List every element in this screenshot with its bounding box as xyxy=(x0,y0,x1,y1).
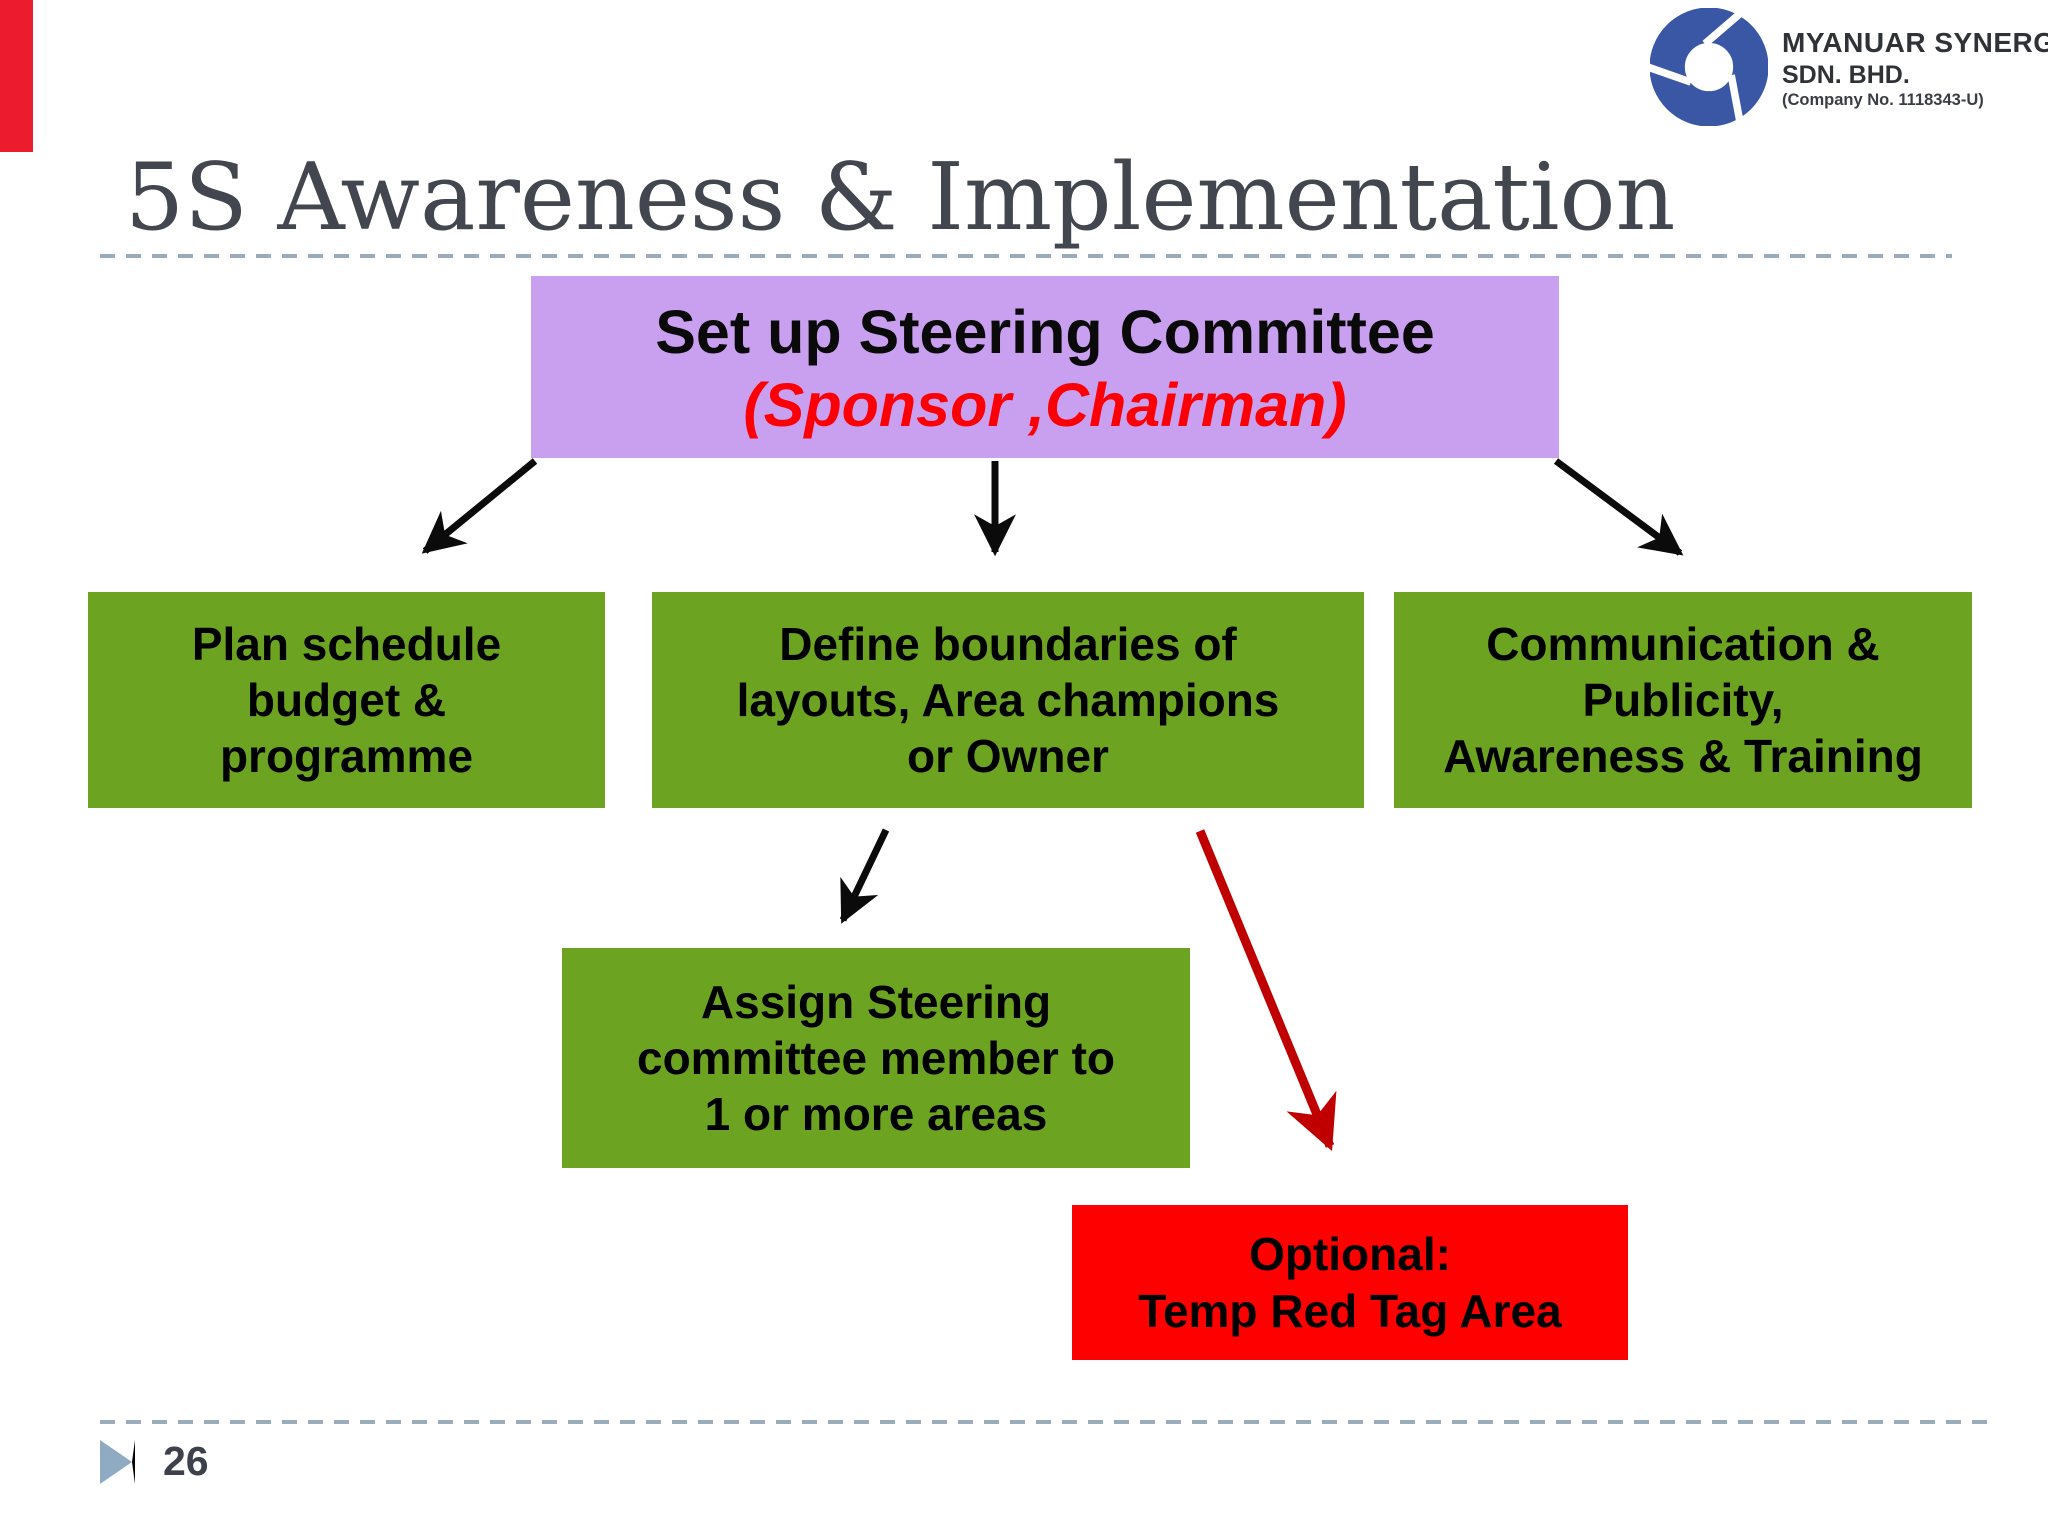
communication-box: Communication & Publicity, Awareness & T… xyxy=(1394,592,1972,808)
page-footer: 26 xyxy=(100,1438,209,1485)
steering-committee-box: Set up Steering Committee (Sponsor ,Chai… xyxy=(531,276,1559,458)
red-corner-bar xyxy=(0,0,33,152)
page-bullet-icon xyxy=(100,1439,135,1484)
company-logo-text: MYANUAR SYNERGY SDN. BHD. (Company No. 1… xyxy=(1782,27,2048,110)
plan-schedule-box: Plan schedule budget & programme xyxy=(88,592,605,808)
arrow-root-to-comm-icon xyxy=(1553,458,1684,556)
company-suffix: SDN. BHD. xyxy=(1782,61,1910,90)
define-boundaries-box: Define boundaries of layouts, Area champ… xyxy=(652,592,1364,808)
company-logo-icon xyxy=(1650,8,1768,126)
arrow-define-to-optional-icon xyxy=(1195,829,1337,1151)
steering-committee-label: Set up Steering Committee xyxy=(655,297,1435,366)
company-logo: MYANUAR SYNERGY SDN. BHD. (Company No. 1… xyxy=(1650,8,2048,126)
page-number: 26 xyxy=(163,1438,209,1484)
optional-red-tag-box: Optional: Temp Red Tag Area xyxy=(1072,1205,1628,1360)
company-name: MYANUAR SYNERGY xyxy=(1782,27,2048,58)
page-title: 5S Awareness & Implementation xyxy=(125,143,1676,251)
arrow-root-to-plan-icon xyxy=(421,458,538,554)
title-divider-line xyxy=(100,254,1952,258)
sponsor-chairman-label: (Sponsor ,Chairman) xyxy=(743,371,1347,440)
assign-steering-box: Assign Steering committee member to 1 or… xyxy=(562,948,1190,1168)
company-number: (Company No. 1118343-U) xyxy=(1782,91,1984,110)
arrow-define-to-assign-icon xyxy=(839,828,890,924)
footer-divider-line xyxy=(100,1420,1990,1424)
